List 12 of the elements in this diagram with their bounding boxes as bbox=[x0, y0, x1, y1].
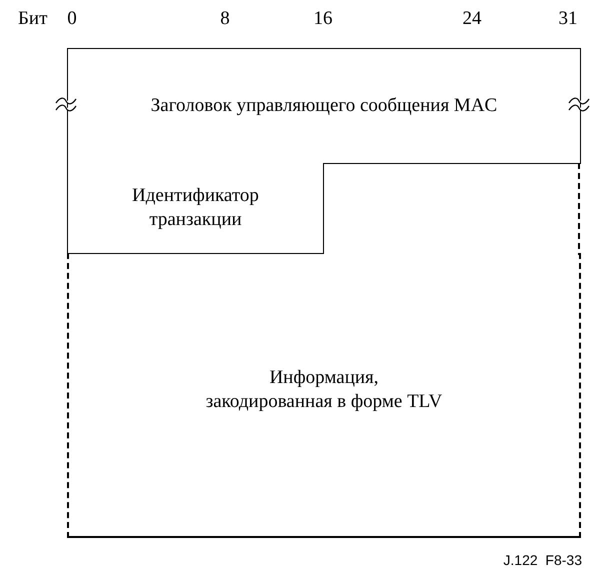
figure-number: J.122 F8-33 bbox=[503, 551, 582, 570]
field-label: Заголовок управляющего сообщения MAC bbox=[150, 94, 498, 118]
bit-number: 24 bbox=[462, 8, 482, 30]
bit-number: 31 bbox=[558, 8, 578, 30]
field-label: Идентификатор транзакции bbox=[131, 184, 260, 232]
bit-number: 0 bbox=[67, 8, 77, 30]
bit-axis-label: Бит bbox=[18, 8, 48, 30]
bit-number: 16 bbox=[314, 8, 332, 30]
field-label: Информация, закодированная в форме TLV bbox=[204, 366, 444, 414]
bit-number: 8 bbox=[220, 8, 230, 30]
tlv-data-field bbox=[67, 253, 581, 538]
transaction-id-field bbox=[67, 163, 324, 254]
